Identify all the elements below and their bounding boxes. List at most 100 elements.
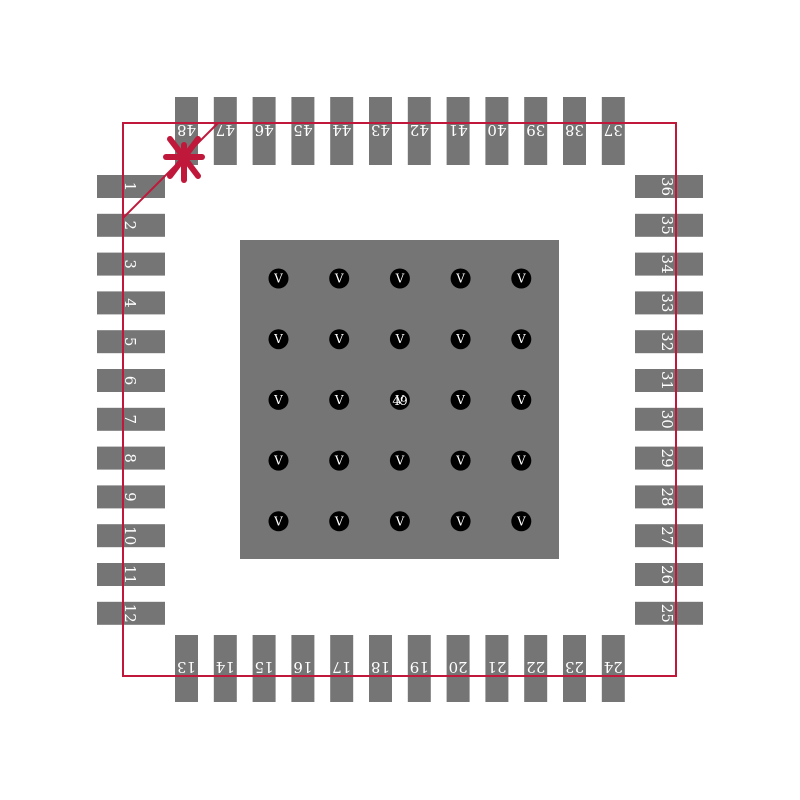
pad-17: [330, 635, 354, 702]
via-label: V: [395, 272, 405, 286]
pin-number-7: 7: [121, 415, 139, 425]
pin-number-43: 43: [371, 121, 390, 139]
pad-37: [601, 97, 625, 165]
via-label: V: [334, 454, 344, 468]
pad-5: [97, 330, 165, 354]
via-label: V: [516, 454, 526, 468]
pad-36: [635, 175, 703, 198]
thermal-via: [389, 329, 410, 350]
pin-number-30: 30: [658, 410, 676, 429]
pad-8: [97, 446, 165, 470]
pad-29: [635, 446, 703, 470]
pin-number-36: 36: [658, 177, 676, 196]
pad-40: [485, 97, 509, 165]
pin-number-29: 29: [658, 449, 676, 468]
asterisk-icon: [163, 136, 205, 183]
thermal-via: [389, 450, 410, 471]
pin-number-42: 42: [410, 121, 429, 139]
pad-13: [175, 635, 198, 702]
pad-6: [97, 369, 165, 392]
via-label: V: [395, 393, 405, 407]
via-label: V: [516, 514, 526, 528]
via-label: V: [395, 454, 405, 468]
thermal-via: [450, 389, 471, 410]
pad-35: [635, 213, 703, 237]
pad-24: [601, 635, 625, 702]
thermal-via: [329, 450, 350, 471]
pad-4: [97, 291, 165, 315]
pin-number-4: 4: [121, 298, 139, 308]
thermal-via: [511, 268, 532, 289]
pad-44: [330, 97, 354, 165]
via-label: V: [516, 393, 526, 407]
thermal-via: [450, 450, 471, 471]
pin-number-25: 25: [658, 604, 676, 623]
thermal-via: [389, 511, 410, 532]
via-label: V: [455, 272, 465, 286]
pin-number-48: 48: [177, 121, 196, 139]
pad-7: [97, 407, 165, 431]
pin-number-6: 6: [121, 376, 139, 386]
via-label: V: [455, 393, 465, 407]
pin-number-41: 41: [449, 121, 468, 139]
pin-number-1: 1: [121, 182, 139, 192]
thermal-via: [329, 511, 350, 532]
pin-number-19: 19: [410, 658, 429, 676]
pad-11: [97, 563, 165, 586]
pin-number-46: 46: [255, 121, 274, 139]
pad-20: [446, 635, 470, 702]
pad-34: [635, 252, 703, 276]
pin-number-26: 26: [658, 565, 676, 584]
pad-23: [563, 635, 586, 702]
pad-32: [635, 330, 703, 354]
pad-26: [635, 563, 703, 586]
pad-30: [635, 407, 703, 431]
via-label: V: [516, 272, 526, 286]
via-label: V: [273, 393, 283, 407]
pin-number-18: 18: [371, 658, 390, 676]
pin-number-16: 16: [293, 658, 312, 676]
pin-number-12: 12: [121, 604, 139, 623]
pin-number-17: 17: [332, 658, 351, 676]
via-label: V: [455, 332, 465, 346]
pin-number-47: 47: [216, 121, 235, 139]
pad-10: [97, 524, 165, 548]
via-label: V: [273, 332, 283, 346]
pad-21: [485, 635, 509, 702]
pin-number-9: 9: [121, 492, 139, 502]
thermal-via: [450, 329, 471, 350]
pad-12: [97, 601, 165, 625]
pin-number-32: 32: [658, 332, 676, 351]
via-label: V: [395, 514, 405, 528]
pad-9: [97, 485, 165, 509]
pin-number-11: 11: [121, 565, 139, 584]
via-label: V: [273, 514, 283, 528]
pin-number-44: 44: [332, 121, 351, 139]
pad-28: [635, 485, 703, 509]
via-label: V: [273, 454, 283, 468]
pad-22: [524, 635, 548, 702]
pad-41: [446, 97, 470, 165]
pin-number-31: 31: [658, 371, 676, 390]
via-label: V: [395, 332, 405, 346]
pin-number-35: 35: [658, 216, 676, 235]
pad-38: [563, 97, 586, 165]
thermal-via: [268, 511, 289, 532]
pin-number-2: 2: [121, 221, 139, 231]
thermal-via: [268, 389, 289, 410]
pad-42: [407, 97, 431, 165]
pad-46: [252, 97, 276, 165]
pin-number-37: 37: [604, 121, 623, 139]
thermal-via: [511, 389, 532, 410]
pad-45: [291, 97, 315, 165]
via-label: V: [455, 454, 465, 468]
pin-number-21: 21: [487, 658, 506, 676]
pin-number-22: 22: [526, 658, 545, 676]
pin-number-34: 34: [658, 255, 676, 274]
pad-15: [252, 635, 276, 702]
pin-number-14: 14: [216, 658, 235, 676]
thermal-via: [511, 511, 532, 532]
thermal-via: [389, 389, 410, 410]
pad-18: [369, 635, 392, 702]
